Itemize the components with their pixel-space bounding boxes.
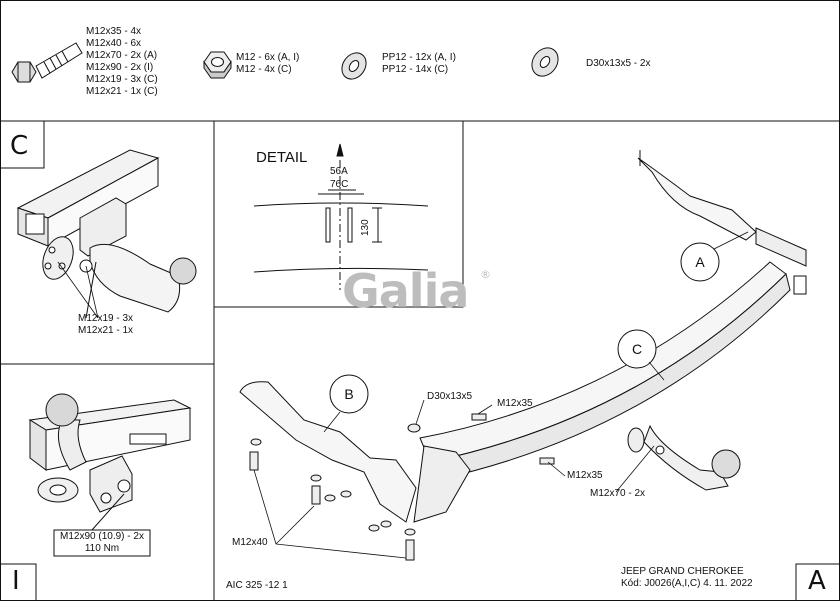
detail-box-border [214,121,464,308]
hex-nut-icon [203,51,232,79]
callout-a-circle [680,242,720,282]
bolt-spec-2: M12x40 - 6x [86,38,142,49]
nut-spec-2: M12 - 4x (C) [236,64,292,75]
galia-logo: Galia [342,264,469,318]
panel-c-label-1: M12x19 - 3x [78,313,134,324]
m12x40-label: M12x40 [232,537,268,548]
drawing-kod-date: Kód: J0026(A,I,C) 4. 11. 2022 [621,578,753,589]
torque-value: 110 Nm [84,543,120,554]
panel-c-label-2: M12x21 - 1x [78,325,134,336]
drawing-code: AIC 325 -12 1 [226,580,288,591]
callout-b-label: B [344,386,354,402]
detail-dim-76: 76C [330,179,349,190]
panel-c-bolt-labels: M12x19 - 3x M12x21 - 1x [78,313,133,337]
detail-upper-profile [253,202,429,207]
bolt-spec-list: M12x35 - 4x M12x40 - 6x M12x70 - 2x (A) … [86,26,158,98]
callout-c-circle [617,329,657,369]
bolt-spec-6: M12x21 - 1x (C) [86,86,158,97]
callout-a-label: A [695,254,705,270]
washer-spec-list: PP12 - 12x (A, I) PP12 - 14x (C) [382,52,456,76]
letter-box-i [0,563,37,601]
large-washer-icon [531,47,559,77]
nut-spec-1: M12 - 6x (A, I) [236,52,300,63]
nut-spec-list: M12 - 6x (A, I) M12 - 4x (C) [236,52,299,76]
registered-mark: ® [480,268,491,281]
letter-box-c [0,121,45,169]
panel-c-towbar-illustration [16,149,197,319]
flat-washer-icon [341,52,367,80]
title-block: JEEP GRAND CHEROKEE Kód: J0026(A,I,C) 4.… [621,566,753,590]
d30-washer-label: D30x13x5 [427,391,473,402]
panel-i-towbar-illustration [28,393,192,557]
m12x35-right-label: M12x35 [567,470,603,481]
detail-dim-56: 56A [330,166,348,177]
m12x35-top-label: M12x35 [497,398,533,409]
bolt-spec-1: M12x35 - 4x [86,26,142,37]
washer-spec-1: PP12 - 12x (A, I) [382,52,456,63]
m12x70-label: M12x70 - 2x [590,488,646,499]
callout-c-label: C [631,341,643,357]
panel-c-letter: C [10,131,29,161]
torque-spec-box: M12x90 (10.9) - 2x 110 Nm [55,531,149,555]
callout-b-circle [329,374,369,414]
torque-bolt-spec: M12x90 (10.9) - 2x [60,531,144,542]
washer-spec-2: PP12 - 14x (C) [382,64,449,75]
plate-washer-spec: D30x13x5 - 2x [586,58,651,69]
panel-i-letter: I [12,566,20,596]
letter-box-a [795,563,840,601]
detail-dim-130: 130 [360,219,371,236]
main-towbar-assembly [239,150,807,561]
detail-section-lines [253,143,429,290]
bolt-spec-4: M12x90 - 2x (I) [86,62,154,73]
main-panel-letter: A [808,566,826,596]
hex-bolt-icon [11,42,83,83]
vehicle-name: JEEP GRAND CHEROKEE [621,566,744,577]
detail-title: DETAIL [256,149,308,166]
leader-lines [57,231,749,559]
bolt-spec-5: M12x19 - 3x (C) [86,74,158,85]
bolt-spec-3: M12x70 - 2x (A) [86,50,158,61]
